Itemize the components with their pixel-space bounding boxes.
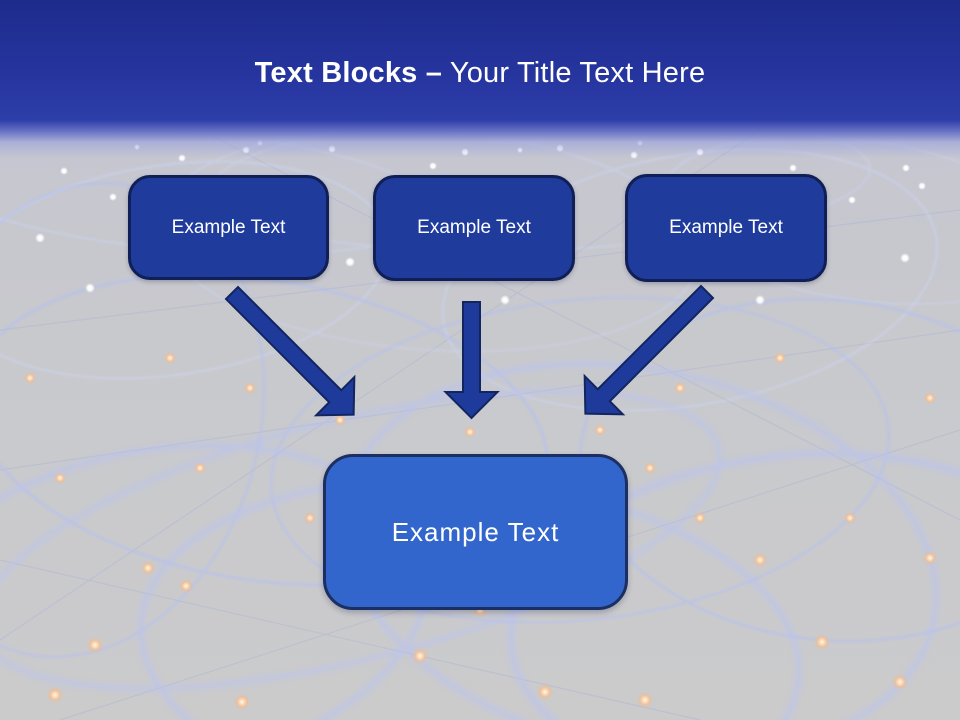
arrow-down-icon	[443, 301, 500, 420]
arrow-diagonal-down-right-icon	[224, 285, 356, 417]
title-band	[0, 0, 960, 158]
text-block-1: Example Text	[128, 175, 329, 280]
title-regular-segment: Your Title Text Here	[442, 57, 706, 89]
title-bold-segment: Text Blocks –	[254, 57, 443, 89]
text-block-destination-label: Example Text	[391, 516, 560, 547]
text-block-3: Example Text	[625, 174, 827, 282]
text-block-1-label: Example Text	[171, 216, 286, 238]
text-block-2: Example Text	[373, 175, 575, 281]
arrow-diagonal-down-left-icon	[583, 284, 715, 416]
text-block-2-label: Example Text	[417, 217, 531, 238]
slide-title: Text Blocks – Your Title Text Here	[0, 56, 960, 90]
text-block-3-label: Example Text	[669, 217, 783, 238]
text-block-destination: Example Text	[323, 454, 628, 610]
